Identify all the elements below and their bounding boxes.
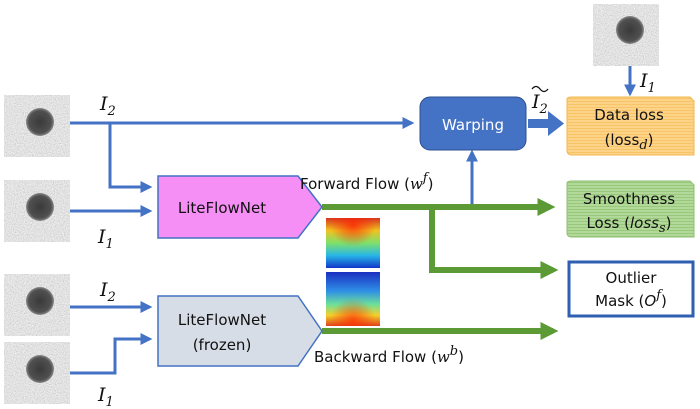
forward-flow-text: Forward Flow ( <box>300 175 410 193</box>
blue-arrows <box>70 66 636 375</box>
label-i2-low-sub: 2 <box>107 290 116 305</box>
label-i1-mid: I1 <box>97 226 114 252</box>
smoothness-label-2: Loss (losss) <box>586 214 671 236</box>
label-i1-right-var: I <box>639 70 648 92</box>
data-loss-text: (loss <box>604 131 639 149</box>
liteflownet-frozen-label-1: LiteFlowNet <box>178 311 266 329</box>
smoothness-label-1: Smoothness <box>583 190 675 208</box>
outlier-mask-box: Outlier Mask (Of) <box>567 260 695 318</box>
smoothness-text: Loss ( <box>586 214 630 232</box>
label-i1-right-sub: 1 <box>648 81 656 96</box>
data-loss-box: Data loss (lossd) <box>566 96 695 156</box>
green-arrows <box>322 198 559 340</box>
data-loss-label-2: (lossd) <box>604 131 653 153</box>
warping-label: Warping <box>442 116 504 134</box>
label-i2-tilde-sub: 2 <box>539 102 548 117</box>
liteflownet-frozen-label-2: (frozen) <box>193 336 252 354</box>
thumbnail-label: I1 <box>7 344 16 355</box>
label-i2-top-var: I <box>99 93 108 115</box>
flow-image-backward <box>326 272 380 326</box>
arrow-i2-to-liteflownet <box>108 123 153 193</box>
data-loss-label-1: Data loss <box>594 106 664 124</box>
flow-image-forward <box>326 218 380 268</box>
label-i2-top-sub: 2 <box>107 104 116 119</box>
tilde-mark <box>531 85 549 93</box>
warping-box: Warping <box>419 96 527 151</box>
label-i1-low-var: I <box>97 384 106 406</box>
label-i1-mid-var: I <box>97 226 106 248</box>
label-i1-mid-sub: 1 <box>106 237 114 252</box>
outlier-var: O <box>644 292 656 310</box>
outlier-label-1: Outlier <box>606 269 658 287</box>
label-i2-tilde-text: I2 <box>531 91 548 117</box>
smoothness-var: loss <box>630 214 659 232</box>
smoothness-subscript: s <box>659 221 666 236</box>
label-i2-tilde-var: I <box>531 91 540 113</box>
forward-flow-label: Forward Flow (wf) <box>300 171 433 193</box>
label-i1-low-sub: 1 <box>106 395 114 409</box>
thumbnail-i2-low: I2 <box>4 274 70 336</box>
forward-flow-sup: f <box>422 171 430 186</box>
backward-flow-var: w <box>437 348 450 366</box>
arrow-warping-to-dataloss <box>528 111 564 136</box>
smoothness-loss-box: Smoothness Loss (losss) <box>566 180 695 238</box>
forward-flow-var: w <box>410 175 423 193</box>
label-i1-low: I1 <box>97 384 114 409</box>
thumbnail-i2-top: I2 <box>4 95 70 157</box>
data-loss-close: ) <box>648 131 654 149</box>
outlier-superscript: f <box>655 288 663 303</box>
backward-flow-sup: b <box>450 344 458 359</box>
label-i2-low-var: I <box>99 279 108 301</box>
backward-flow-text: Backward Flow ( <box>314 348 437 366</box>
backward-flow-close: ) <box>458 348 464 366</box>
liteflownet-box: LiteFlowNet <box>157 175 323 239</box>
data-loss-subscript: d <box>639 138 647 153</box>
arrow-forward-to-outlier <box>429 207 559 279</box>
backward-flow-label: Backward Flow (wb) <box>314 344 464 366</box>
smoothness-close: ) <box>666 214 672 232</box>
thumbnail-i1-low: I1 <box>4 342 70 404</box>
forward-flow-close: ) <box>428 175 434 193</box>
thumbnail-label: I1 <box>7 182 16 193</box>
liteflownet-frozen-box: LiteFlowNet (frozen) <box>157 295 323 367</box>
thumbnail-label: I2 <box>7 97 16 108</box>
thumbnail-i1-mid: I1 <box>4 180 70 242</box>
thumbnail-i1-right: I1 <box>593 4 659 66</box>
outlier-label-2: Mask (Of) <box>595 288 667 310</box>
label-i2-tilde: I2 <box>531 85 549 117</box>
arrow-i1-to-frozen <box>70 333 153 375</box>
label-i2-low: I2 <box>99 279 116 305</box>
outlier-text: Mask ( <box>595 292 644 310</box>
liteflownet-label: LiteFlowNet <box>178 199 266 217</box>
label-i1-right: I1 <box>639 70 656 96</box>
label-i2-top: I2 <box>99 93 116 119</box>
outlier-close: ) <box>661 292 667 310</box>
thumbnail-label: I2 <box>7 276 16 287</box>
thumbnail-label: I1 <box>596 6 605 17</box>
